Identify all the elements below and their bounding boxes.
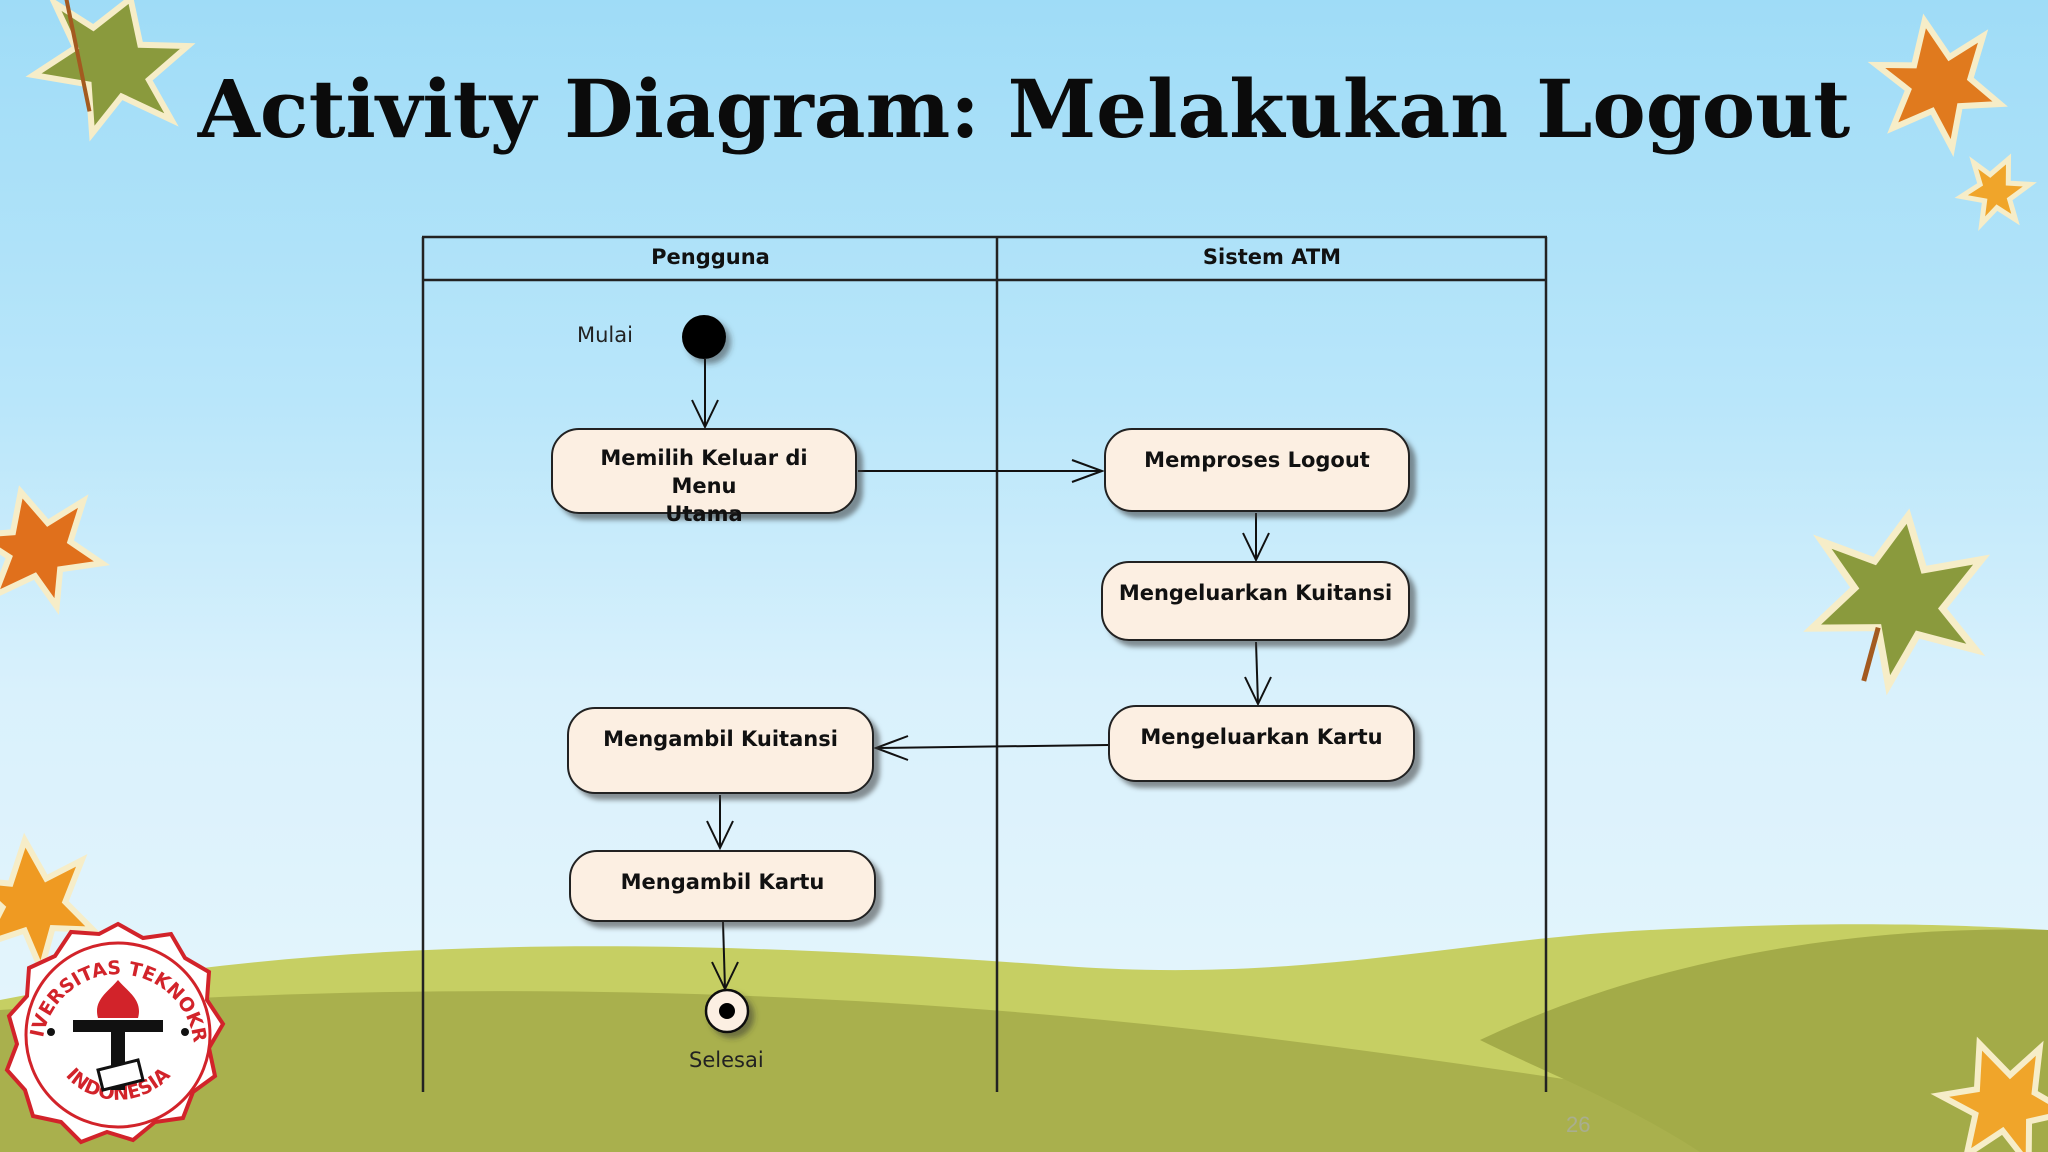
start-node (682, 315, 726, 359)
leaf-icon (1930, 1036, 2048, 1152)
lane-header-sistem-atm: Sistem ATM (1202, 245, 1342, 269)
start-label: Mulai (577, 323, 633, 347)
end-node (704, 988, 750, 1034)
activity-label-line1: Memilih Keluar di Menu (600, 446, 808, 498)
flow-arrows (691, 359, 1272, 992)
hill-right (1480, 929, 2048, 1152)
activity-label-line2: Utama (665, 502, 743, 526)
end-label: Selesai (689, 1048, 764, 1072)
university-logo: UNIVERSITAS TEKNOKRAT INDONESIA (3, 920, 226, 1145)
lane-header-pengguna: Pengguna (651, 245, 770, 269)
leaf-icon (0, 485, 111, 615)
flow-a3-a4 (1255, 641, 1259, 705)
leaf-icon (25, 0, 196, 142)
activity-mengeluarkan-kartu: Mengeluarkan Kartu (1108, 705, 1415, 782)
leaf-icon (1803, 508, 1991, 696)
activity-mengeluarkan-kuitansi: Mengeluarkan Kuitansi (1101, 561, 1410, 641)
flow-a4-a5 (875, 744, 1109, 749)
flow-a6-end (722, 921, 726, 990)
leaf-icon (1867, 13, 2008, 158)
activity-mengambil-kartu: Mengambil Kartu (569, 850, 876, 922)
activity-memilih-keluar: Memilih Keluar di Menu Utama (551, 428, 857, 526)
page-number: 26 (1566, 1112, 1591, 1137)
leaf-icon (1954, 153, 2037, 231)
slide-title: Activity Diagram: Melakukan Logout (197, 62, 1851, 156)
hill-front (0, 991, 2048, 1152)
activity-memproses-logout: Memproses Logout (1104, 428, 1410, 512)
activity-mengambil-kuitansi: Mengambil Kuitansi (567, 707, 874, 794)
